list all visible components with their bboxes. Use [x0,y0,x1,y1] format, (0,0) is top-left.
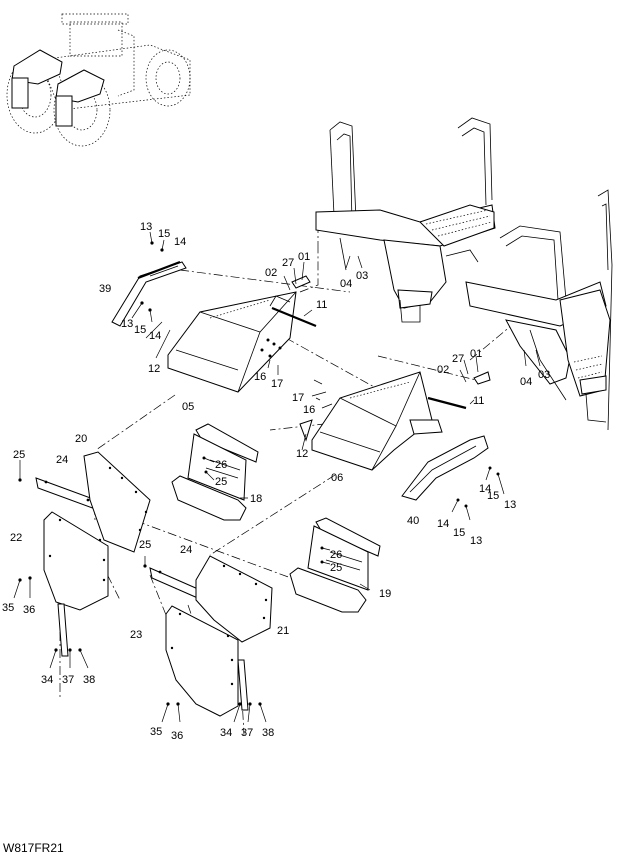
callout-label: 26 [215,459,227,471]
callout-label: 03 [538,369,550,381]
callout-label: 35 [2,602,14,614]
callout-label: 15 [487,490,499,502]
right-mudflap-assembly [143,555,273,723]
left-guard-bracket [171,423,259,521]
right-step-frame [465,189,613,431]
callout-label: 34 [41,674,53,686]
callout-label: 11 [473,395,484,407]
callout-label: 13 [121,318,133,330]
callout-label: 26 [330,549,342,561]
callout-label: 24 [56,454,68,466]
left-mudflap-assembly [13,451,151,669]
callout-label: 14 [149,330,161,342]
callout-label: 15 [453,527,465,539]
callout-label: 16 [303,404,315,416]
callout-label: 14 [437,518,449,530]
callout-label: 25 [215,476,227,488]
callout-label: 15 [134,324,146,336]
callout-label: 40 [407,515,419,527]
callout-label: 20 [75,433,87,445]
callout-label: 18 [250,493,262,505]
callout-label: 14 [174,236,186,248]
callout-label: 02 [437,364,449,376]
callout-label: 02 [265,267,277,279]
callout-label: 15 [158,228,170,240]
tractor-overview-illustration [6,13,191,147]
callout-label: 12 [296,448,308,460]
callout-label: 35 [150,726,162,738]
callout-label: 27 [282,257,294,269]
callout-label: 37 [241,727,253,739]
callout-label: 04 [340,278,352,290]
callout-label: 14 [479,483,491,495]
callout-label: 17 [292,392,304,404]
callout-label: 25 [139,539,151,551]
callout-label: 01 [298,251,310,263]
callout-label: 39 [99,283,111,295]
left-fender [167,275,317,393]
callout-label: 38 [83,674,95,686]
figure-code: W817FR21 [3,841,64,855]
callout-label: 24 [180,544,192,556]
callout-label: 06 [331,472,343,484]
left-step-frame [315,117,496,323]
front-trim-left [111,231,187,327]
callout-label: 16 [254,371,266,383]
callout-label: 37 [62,674,74,686]
callout-label: 36 [23,604,35,616]
callout-label: 17 [271,378,283,390]
right-fender [299,371,491,471]
callout-label: 21 [277,625,289,637]
right-fender-trim [401,435,505,521]
callout-label: 38 [262,727,274,739]
callout-label: 36 [171,730,183,742]
callout-label: 25 [13,449,25,461]
callout-label: 13 [470,535,482,547]
callout-label: 22 [10,532,22,544]
callout-label: 13 [504,499,516,511]
callout-label: 13 [140,221,152,233]
callout-label: 04 [520,376,532,388]
right-guard-bracket [289,517,381,613]
callout-label: 23 [130,629,142,641]
callout-label: 01 [470,348,482,360]
callout-label: 03 [356,270,368,282]
callout-labels: 13 15 14 39 13 15 14 12 02 27 01 11 05 1… [2,221,550,742]
callout-label: 19 [379,588,391,600]
callout-label: 11 [316,299,327,311]
callout-label: 27 [452,353,464,365]
leader-lines [145,255,541,451]
callout-label: 34 [220,727,232,739]
callout-label: 12 [148,363,160,375]
callout-label: 05 [182,401,194,413]
callout-label: 25 [330,562,342,574]
